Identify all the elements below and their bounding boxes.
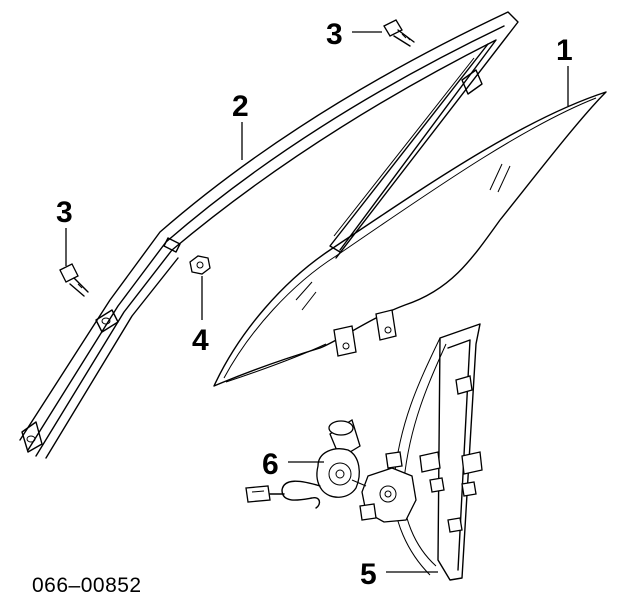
callout-4: 4 xyxy=(192,324,209,357)
sash-channel-part xyxy=(19,11,519,459)
callout-3-lower: 3 xyxy=(56,196,73,229)
window-regulator-part xyxy=(359,323,483,581)
callout-3-upper: 3 xyxy=(326,18,343,51)
nut-part xyxy=(189,255,211,275)
callout-5: 5 xyxy=(360,558,377,591)
reference-number: 066–00852 xyxy=(32,574,142,597)
callout-6: 6 xyxy=(262,448,279,481)
callout-2: 2 xyxy=(232,90,249,123)
leader-lines xyxy=(65,31,569,573)
bolt-upper-part xyxy=(383,19,415,47)
bolt-lower-part xyxy=(59,263,89,297)
regulator-motor-part xyxy=(245,418,367,509)
door-glass-part xyxy=(213,91,607,387)
callout-1: 1 xyxy=(556,34,573,67)
